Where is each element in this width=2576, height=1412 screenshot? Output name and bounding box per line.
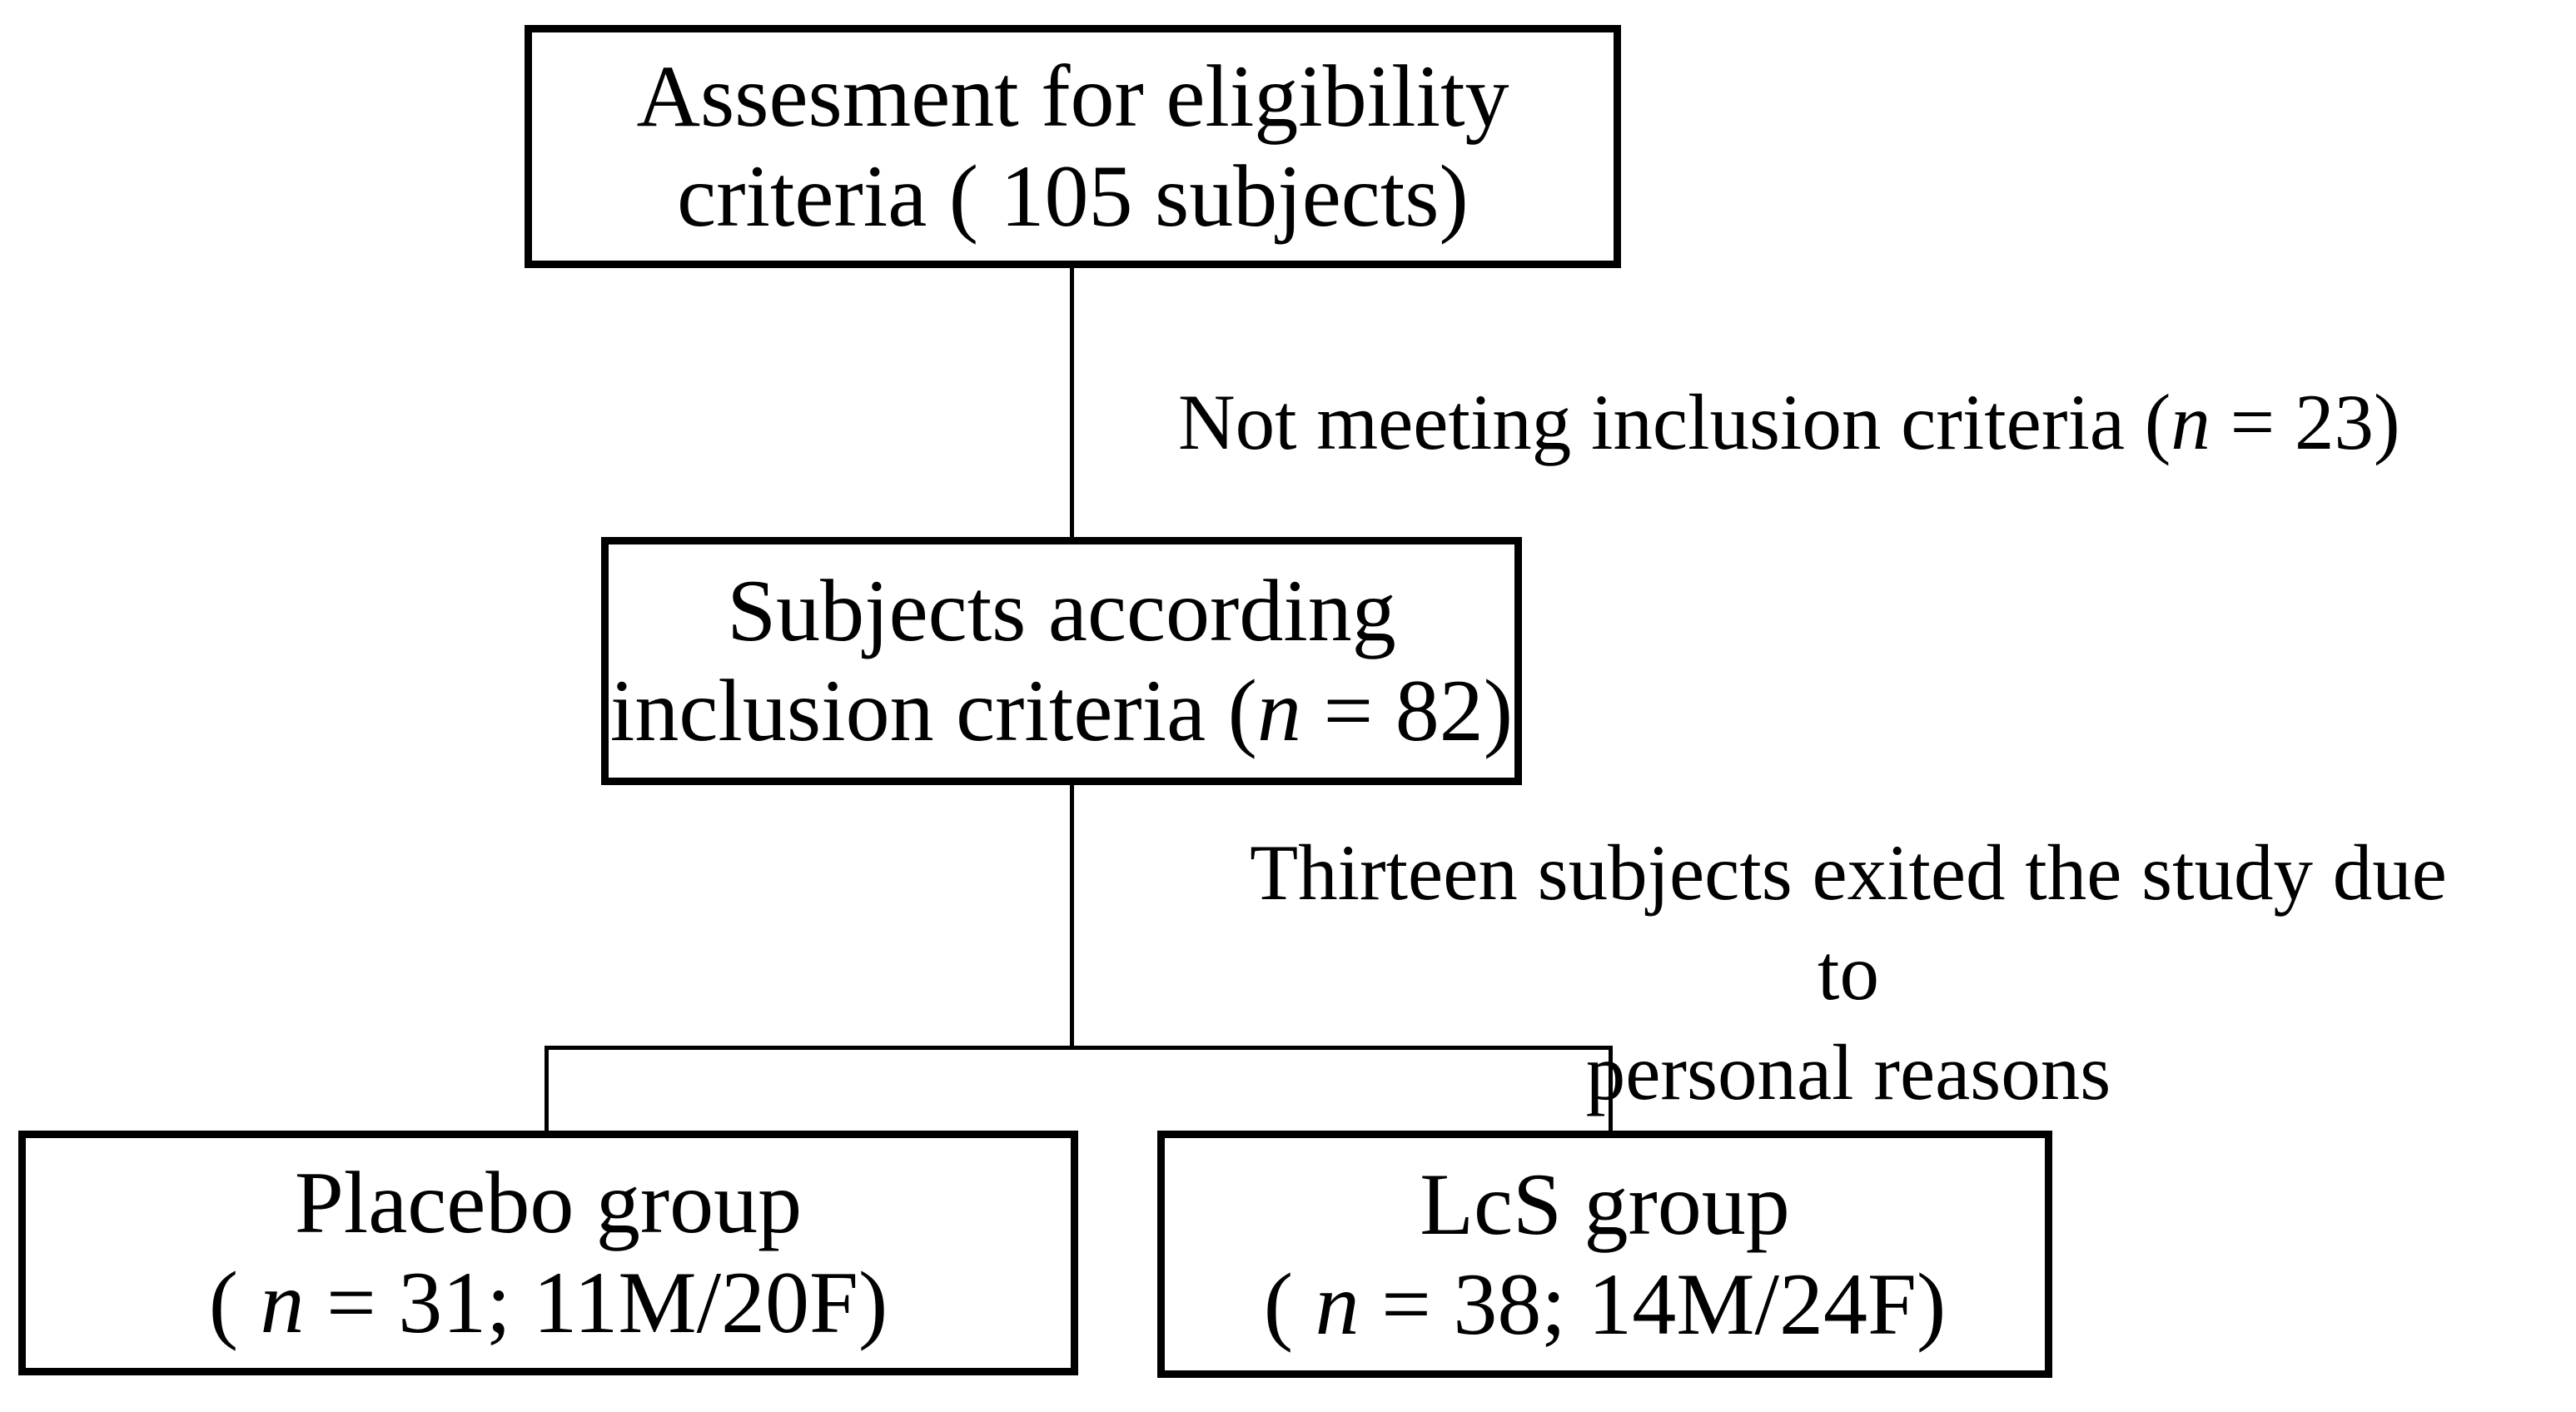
lcs-group-line2-text: ( [1263, 1255, 1315, 1353]
branch-stub-to-placebo [545, 1046, 549, 1136]
lcs-group-line2: ( n = 38; 14M/24F) [1264, 1255, 1947, 1355]
lcs-group-count: = 38; 14M/24F) [1359, 1255, 1947, 1353]
exclusion-note: Not meeting inclusion criteria (n = 23) [1178, 372, 2400, 472]
included-subjects-box: Subjects according inclusion criteria (n… [601, 537, 1522, 785]
placebo-group-box: Placebo group ( n = 31; 11M/20F) [18, 1131, 1078, 1375]
branch-horizontal-connector [545, 1046, 1613, 1050]
n-symbol: n [260, 1254, 305, 1351]
eligibility-assessment-box: Assesment for eligibility criteria ( 105… [525, 25, 1621, 268]
placebo-group-line2: ( n = 31; 11M/20F) [209, 1253, 888, 1353]
included-subjects-line2-text: inclusion criteria ( [609, 662, 1257, 759]
branch-stub-to-lcs [1609, 1046, 1613, 1136]
dropout-note-line1: Thirteen subjects exited the study due t… [1250, 828, 2447, 1017]
included-subjects-count: = 82) [1300, 662, 1514, 759]
dropout-note: Thirteen subjects exited the study due t… [1216, 823, 2481, 1122]
included-subjects-line1: Subjects according [727, 562, 1396, 659]
included-subjects-line2: inclusion criteria (n = 82) [610, 661, 1513, 761]
lcs-group-box: LcS group ( n = 38; 14M/24F) [1157, 1131, 2052, 1378]
dropout-note-line2: personal reasons [1585, 1028, 2111, 1116]
placebo-group-line1: Placebo group [294, 1154, 803, 1251]
exclusion-note-text: Not meeting inclusion criteria ( [1178, 378, 2171, 466]
eligibility-assessment-line2: criteria ( 105 subjects) [677, 147, 1469, 245]
lcs-group-line1: LcS group [1420, 1155, 1790, 1253]
n-symbol: n [2171, 378, 2210, 466]
connector-top-to-middle [1070, 265, 1074, 541]
exclusion-note-count: = 23) [2210, 378, 2400, 466]
eligibility-assessment-line1: Assesment for eligibility [636, 47, 1509, 145]
connector-middle-to-branch [1070, 781, 1074, 1049]
n-symbol: n [1315, 1255, 1360, 1353]
placebo-group-count: = 31; 11M/20F) [304, 1254, 888, 1351]
n-symbol: n [1256, 662, 1301, 759]
placebo-group-line2-text: ( [208, 1254, 261, 1351]
